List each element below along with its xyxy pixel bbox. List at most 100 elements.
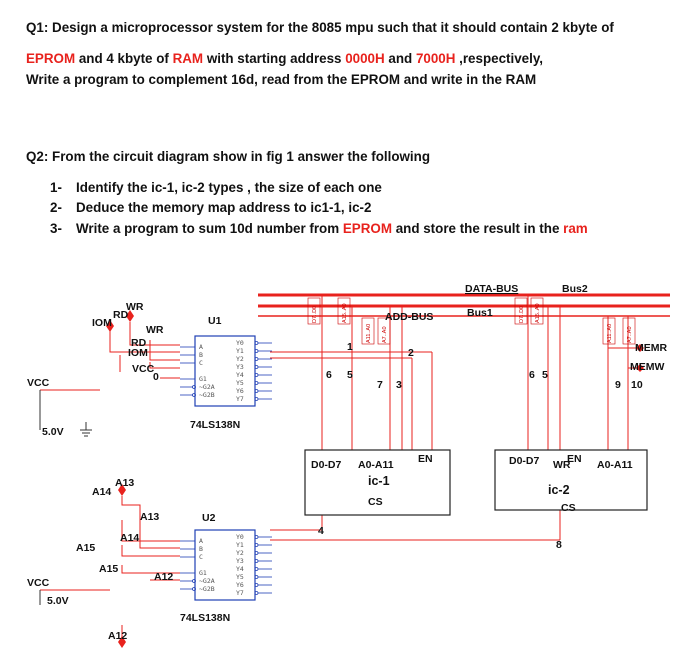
u2-out-y4: Y4 (236, 565, 244, 573)
u2-in-g2b: ~G2B (199, 585, 215, 593)
u1-out-y5: Y5 (236, 379, 244, 387)
decoder-u1: U1 A B C G1 ~G2A ~G2B Y0 Y1 Y2 Y3 Y4 Y5 … (180, 315, 272, 431)
bus-tags: D7..D0 A15..A0 A11..A0 A7..A0 D7..D0 A15… (307, 297, 636, 345)
bus-tag-3: A11..A0 (366, 324, 372, 343)
bus-tag-7: A11..A0 (607, 324, 613, 343)
u2-inputs: A14 A13 A13 A14 A15 A15 A12 VCC 5.0V A12 (27, 477, 180, 648)
q1-line1: Q1: Design a microprocessor system for t… (26, 20, 614, 35)
ic1-name: ic-1 (368, 474, 390, 488)
vcc3-label: VCC (27, 577, 50, 589)
bus-tag-4: A7..A0 (382, 326, 388, 343)
iom2-label: IOM (128, 347, 148, 359)
u1-in-b: B (199, 351, 203, 359)
memw-label: MEMW (630, 361, 664, 373)
q1-line3: Write a program to complement 16d, read … (26, 72, 537, 87)
wire-num-8: 8 (556, 539, 562, 551)
u2-out-y0: Y0 (236, 533, 244, 541)
v5b-label: 5.0V (47, 595, 69, 607)
iom-probe (106, 320, 114, 332)
wire-num-3: 3 (396, 379, 402, 391)
u2-out-y6: Y6 (236, 581, 244, 589)
v5-label: 5.0V (42, 426, 64, 438)
ic2-en: EN (567, 453, 582, 465)
wire-num-7: 7 (377, 379, 383, 391)
wr2-label: WR (146, 324, 164, 336)
wire-num-6b: 6 (529, 369, 535, 381)
u1-out-y4: Y4 (236, 371, 244, 379)
u1-name: U1 (208, 315, 222, 327)
wire-num-9: 9 (615, 379, 621, 391)
u1-out-y7: Y7 (236, 395, 244, 403)
q2-item-1-text: Identify the ic-1, ic-2 types , the size… (76, 180, 382, 195)
buses (258, 293, 670, 317)
u1-in-g2a: ~G2A (199, 383, 215, 391)
u2-out-y5: Y5 (236, 573, 244, 581)
zero-label: 0 (153, 371, 159, 383)
a13-label: A13 (115, 477, 134, 489)
vcc-u1-label: VCC (132, 363, 155, 375)
u1-out-y1: Y1 (236, 347, 244, 355)
q2-item-2: 2- Deduce the memory map address to ic1-1… (50, 200, 371, 215)
wr-label: WR (126, 301, 144, 313)
memr-probe (636, 344, 644, 352)
ic1-en: EN (418, 453, 433, 465)
wire-num-1: 1 (347, 341, 353, 353)
u1-out-y6: Y6 (236, 387, 244, 395)
q2-item-1: 1-Identify the ic-1, ic-2 types , the si… (50, 180, 382, 195)
vcc-label: VCC (27, 377, 50, 389)
wire-num-5b: 5 (542, 369, 548, 381)
ic2-wr: WR (553, 459, 571, 471)
u2-in-c: C (199, 553, 203, 561)
a12-probe (118, 636, 126, 648)
ic1-data: D0-D7 (311, 459, 342, 471)
ground-symbol (80, 422, 92, 437)
u2-out-y2: Y2 (236, 549, 244, 557)
q1-text-2b: and 4 kbyte of (75, 51, 173, 66)
iom-label: IOM (92, 317, 112, 329)
u1-out-y0: Y0 (236, 339, 244, 347)
bus-tag-1: D7..D0 (312, 306, 318, 323)
q2-intro: Q2: From the circuit diagram show in fig… (26, 149, 431, 164)
q2-item-3-pre: Write a program to sum 10d number from (76, 221, 343, 236)
wire-numbers: 1 2 3 4 5 6 7 8 9 10 6 5 (318, 341, 643, 551)
u1-in-g1: G1 (199, 375, 207, 383)
u2-in-a: A (199, 537, 203, 545)
q1-text-2d: with starting address (203, 51, 346, 66)
u1-in-g2b: ~G2B (199, 391, 215, 399)
bus2-label: Bus2 (562, 283, 588, 295)
q1-text-2h: ,respectively, (455, 51, 543, 66)
add-bus-label: ADD-BUS (385, 311, 433, 323)
u1-inputs: IOM RD WR WR RD IOM VCC 0 VCC 5.0V (27, 301, 180, 438)
u2-out-y3: Y3 (236, 557, 244, 565)
a14-probe (118, 484, 126, 496)
ic2-data: D0-D7 (509, 455, 540, 467)
q2-item-3-num: 3- (50, 221, 62, 236)
q1-text-2f: and (384, 51, 416, 66)
data-bus-label: DATA-BUS (465, 283, 518, 295)
wire-num-5: 5 (347, 369, 353, 381)
ic-1: D0-D7 A0-A11 EN ic-1 CS (304, 449, 451, 516)
wire-num-4: 4 (318, 525, 324, 537)
rd-label: RD (113, 309, 129, 321)
wire-num-2: 2 (408, 347, 414, 359)
u1-part: 74LS138N (190, 419, 240, 431)
u1-in-c: C (199, 359, 203, 367)
rd2-label: RD (131, 337, 147, 349)
a12-label: A12 (108, 630, 127, 642)
ic1-wires (270, 295, 433, 450)
q2-item-2-text: Deduce the memory map address to ic1-1, … (76, 200, 372, 215)
a15-label: A15 (76, 542, 95, 554)
a13b-label: A13 (140, 511, 159, 523)
bus-tag-6: A15..A0 (535, 303, 541, 323)
q2-item-2-num: 2- (50, 200, 62, 215)
a15b-label: A15 (99, 563, 118, 575)
q1-line2: EPROM and 4 kbyte of RAM with starting a… (26, 51, 543, 66)
bus-tag-2: A15..A0 (342, 303, 348, 323)
ic2-cs: CS (561, 502, 576, 514)
q1-addr-7000: 7000H (415, 51, 456, 66)
a14-label: A14 (92, 486, 111, 498)
ic1-addr: A0-A11 (358, 459, 394, 471)
u1-out-y3: Y3 (236, 363, 244, 371)
q1-ram: RAM (172, 51, 204, 66)
u2-out-y7: Y7 (236, 589, 244, 597)
